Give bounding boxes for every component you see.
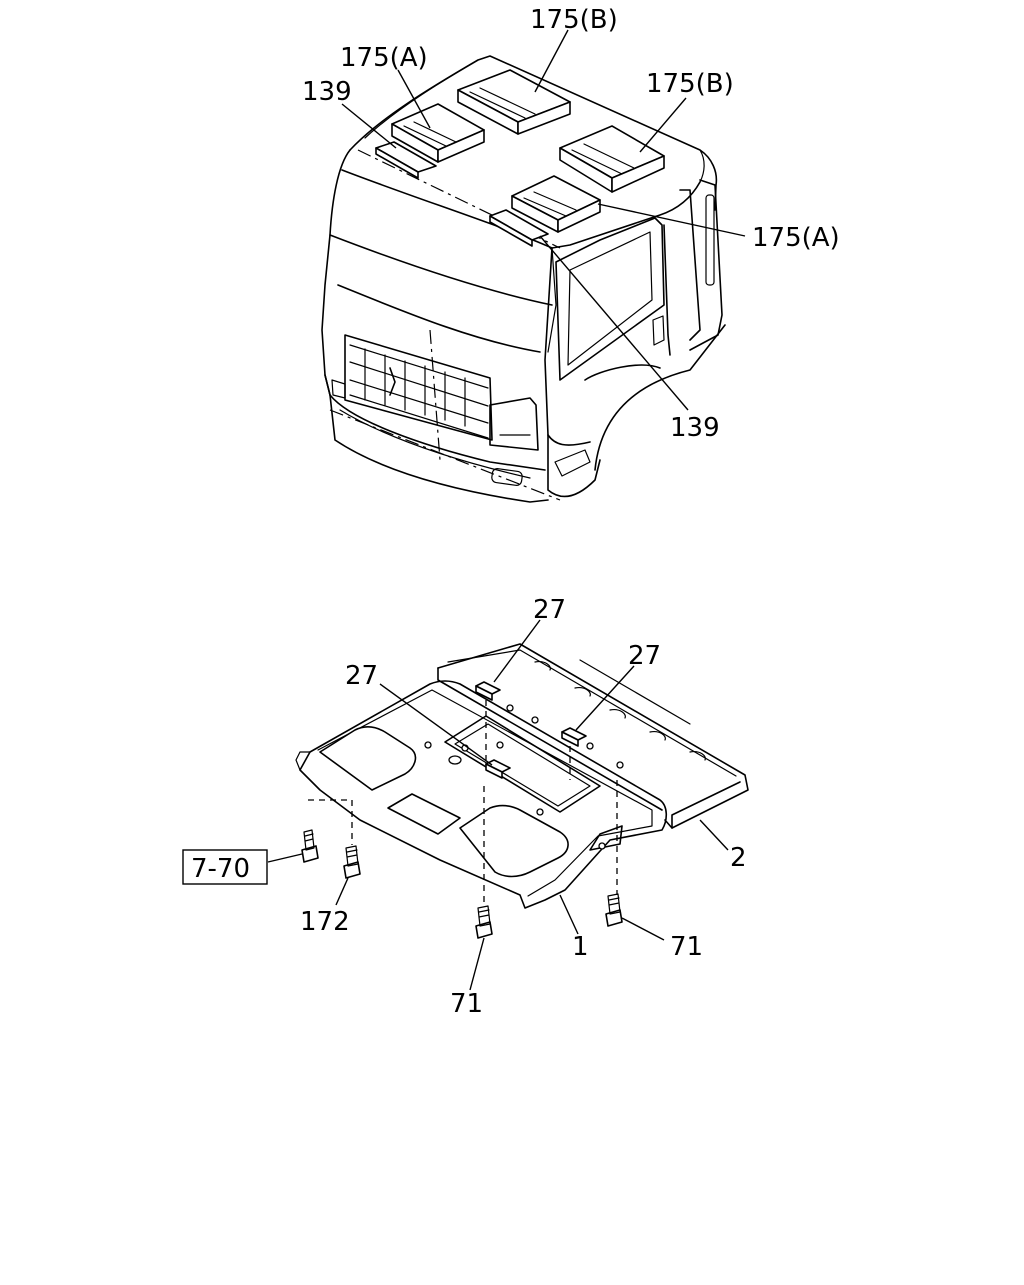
callout-7-70: 7-70 <box>191 854 250 884</box>
callout-172: 172 <box>300 907 350 937</box>
callout-139-left: 139 <box>302 77 352 107</box>
headlining-illustration <box>295 643 749 939</box>
callout-2: 2 <box>730 843 747 873</box>
truck-cab-illustration <box>321 55 726 503</box>
callout-27-left: 27 <box>345 661 378 691</box>
callout-139-right: 139 <box>670 413 720 443</box>
callout-1: 1 <box>572 932 589 962</box>
callout-175a-left: 175(A) <box>340 43 428 73</box>
callout-175b-center: 175(B) <box>530 5 618 35</box>
callout-27-right: 27 <box>628 641 661 671</box>
callout-71-center: 71 <box>450 989 483 1019</box>
reference-box-7-70 <box>182 849 268 885</box>
top-leader-lines <box>341 29 746 411</box>
callout-27-top: 27 <box>533 595 566 625</box>
roof-insulator-pads <box>375 69 665 247</box>
bottom-leader-lines <box>267 619 729 991</box>
callout-175a-right: 175(A) <box>752 223 840 253</box>
callout-71-right: 71 <box>670 932 703 962</box>
callout-175b-right: 175(B) <box>646 69 734 99</box>
